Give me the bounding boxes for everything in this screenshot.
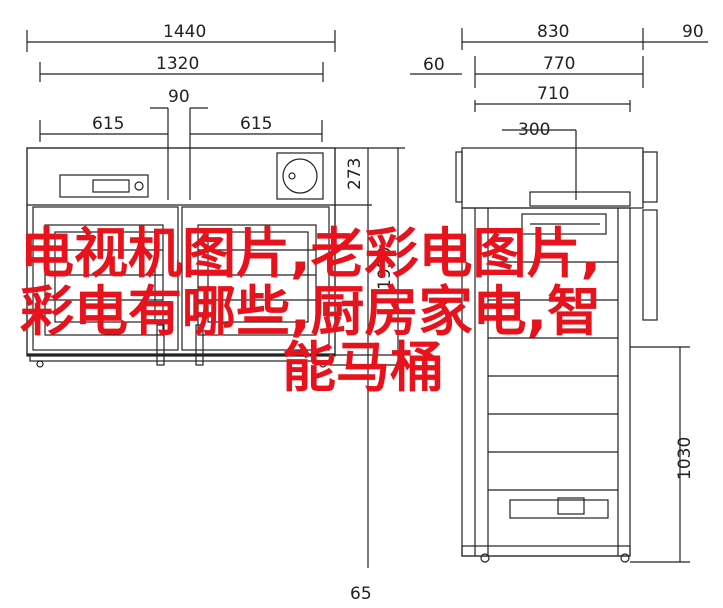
dim-1440: 1440 xyxy=(163,22,206,42)
dim-90-front: 90 xyxy=(168,87,190,107)
side-cabinet xyxy=(455,147,658,563)
overlay-line-2: 彩电有哪些,厨房家电,智 xyxy=(20,280,602,343)
side-dimension-lines xyxy=(410,28,708,563)
dim-1320: 1320 xyxy=(156,54,199,74)
dim-1030: 1030 xyxy=(675,437,695,480)
dim-770: 770 xyxy=(543,54,575,74)
dim-273: 273 xyxy=(345,158,365,190)
overlay-line-1: 电视机图片,老彩电图片, xyxy=(20,222,602,285)
dim-615-left: 615 xyxy=(92,114,124,134)
overlay-line-3: 能马桶 xyxy=(282,336,444,399)
dim-90-side: 90 xyxy=(682,22,704,42)
dim-710: 710 xyxy=(537,84,569,104)
front-dimension-labels: 1440 1320 90 615 615 273 1950 65 xyxy=(92,22,395,604)
front-dimension-lines xyxy=(26,30,405,568)
dim-615-right: 615 xyxy=(240,114,272,134)
dim-300: 300 xyxy=(518,120,550,140)
dim-60: 60 xyxy=(423,55,445,75)
dim-1950: 1950 xyxy=(375,247,395,290)
dim-65: 65 xyxy=(350,584,372,604)
front-cabinet xyxy=(26,147,336,368)
dim-830: 830 xyxy=(537,22,569,42)
side-dimension-labels: 830 90 60 770 710 300 1030 xyxy=(423,22,704,480)
